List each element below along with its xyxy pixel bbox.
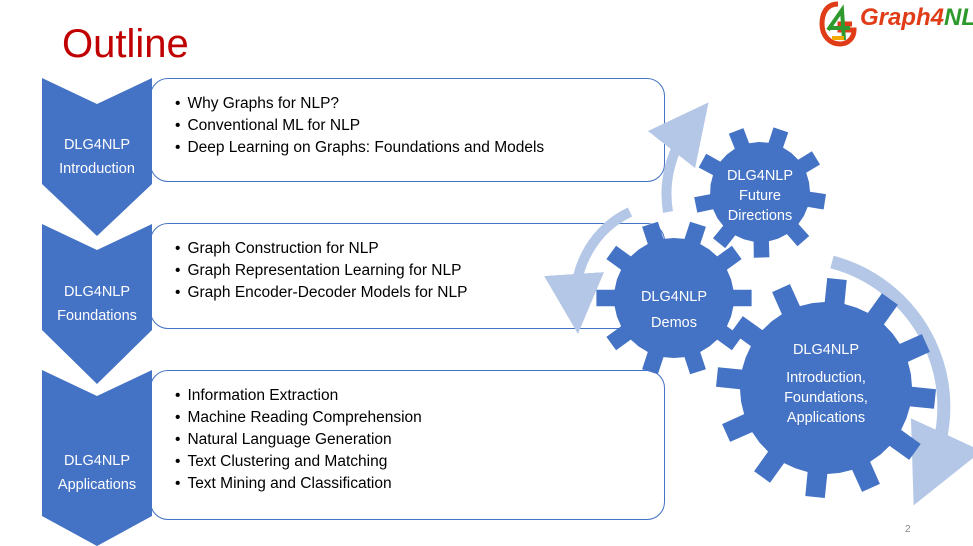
bullet-item: Machine Reading Comprehension bbox=[175, 407, 664, 429]
chevron-applications bbox=[42, 370, 152, 546]
bullet-list: Graph Construction for NLP Graph Represe… bbox=[175, 238, 664, 304]
gear-label-line: Introduction, bbox=[786, 370, 866, 386]
gear-label-line: Directions bbox=[727, 208, 793, 224]
gear-label-line: Applications bbox=[786, 410, 866, 426]
bullet-item: Why Graphs for NLP? bbox=[175, 93, 664, 115]
gear-label-line: DLG4NLP bbox=[640, 289, 708, 305]
gear-future bbox=[694, 127, 826, 258]
chevron-label-introduction: DLG4NLP Introduction bbox=[47, 133, 147, 181]
bullet-item: Information Extraction bbox=[175, 385, 664, 407]
gear-main bbox=[716, 278, 936, 498]
chevron-label-foundations: DLG4NLP Foundations bbox=[47, 280, 147, 328]
bullet-item: Conventional ML for NLP bbox=[175, 115, 664, 137]
logo-text: Graph4NLP bbox=[860, 4, 973, 32]
section-box-applications: Information Extraction Machine Reading C… bbox=[150, 370, 665, 520]
bullet-list: Information Extraction Machine Reading C… bbox=[175, 385, 664, 495]
section-box-introduction: Why Graphs for NLP? Conventional ML for … bbox=[150, 78, 665, 182]
chevron-label-applications: DLG4NLP Applications bbox=[47, 449, 147, 497]
arrow-future-to-demos bbox=[544, 207, 633, 334]
bullet-item: Natural Language Generation bbox=[175, 429, 664, 451]
chevron-label-line2: Foundations bbox=[57, 308, 137, 324]
gear-label-line: Future bbox=[739, 188, 781, 204]
bullet-item: Deep Learning on Graphs: Foundations and… bbox=[175, 137, 664, 159]
gear-label-future: DLG4NLP Future Directions bbox=[710, 166, 810, 226]
gear-label-line: Foundations, bbox=[784, 390, 868, 406]
graph4nlp-logo-icon bbox=[819, 1, 857, 47]
bullet-item: Graph Construction for NLP bbox=[175, 238, 664, 260]
gear-label-line: DLG4NLP bbox=[792, 342, 860, 358]
bullet-item: Graph Encoder-Decoder Models for NLP bbox=[175, 282, 664, 304]
arrow-demos-to-future bbox=[647, 102, 709, 213]
chevron-label-line1: DLG4NLP bbox=[63, 453, 131, 469]
page-number: 2 bbox=[905, 524, 911, 535]
gear-label-line: DLG4NLP bbox=[726, 168, 794, 184]
chevron-label-line2: Applications bbox=[57, 477, 137, 493]
graph4nlp-logo: Graph4NLP bbox=[818, 0, 973, 50]
chevron-foundations bbox=[42, 224, 152, 384]
gear-label-line: Demos bbox=[651, 315, 697, 331]
gear-label-main: DLG4NLP Introduction, Foundations, Appli… bbox=[766, 340, 886, 428]
bullet-item: Text Clustering and Matching bbox=[175, 451, 664, 473]
bullet-item: Graph Representation Learning for NLP bbox=[175, 260, 664, 282]
logo-text-graph: Graph4 bbox=[860, 4, 945, 31]
bullet-list: Why Graphs for NLP? Conventional ML for … bbox=[175, 93, 664, 159]
chevron-introduction bbox=[42, 78, 152, 236]
page-title: Outline bbox=[62, 22, 189, 66]
chevron-label-line1: DLG4NLP bbox=[63, 137, 131, 153]
chevron-label-line2: Introduction bbox=[59, 161, 135, 177]
gear-label-demos: DLG4NLP Demos bbox=[624, 284, 724, 336]
gear-demos bbox=[596, 221, 752, 375]
chevron-label-line1: DLG4NLP bbox=[63, 284, 131, 300]
arrow-main-to-future bbox=[830, 255, 973, 506]
logo-text-nlp: NLP bbox=[944, 4, 973, 31]
bullet-item: Text Mining and Classification bbox=[175, 473, 664, 495]
